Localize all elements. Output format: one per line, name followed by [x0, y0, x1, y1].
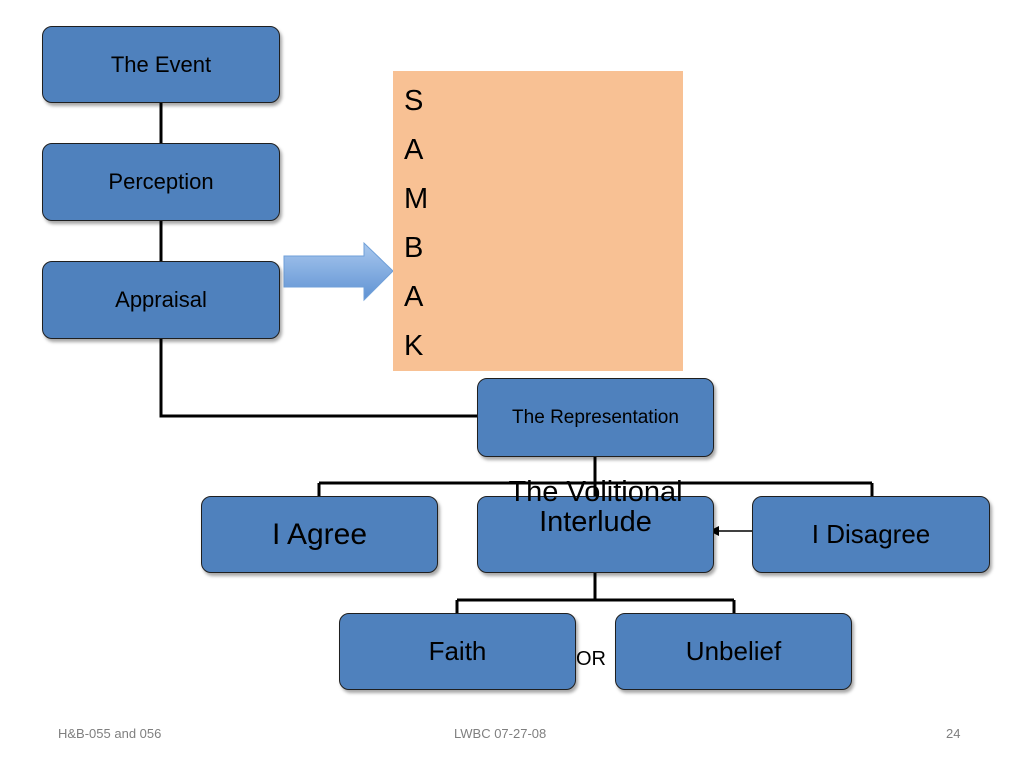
block-arrow-icon: [283, 241, 394, 302]
acronym-letter: A: [404, 134, 424, 166]
volitional-label-line2: Interlude: [539, 506, 652, 539]
acronym-letter: M: [404, 183, 429, 215]
acronym-box: S A M B A K: [393, 71, 683, 371]
disagree-label: I Disagree: [811, 518, 931, 549]
event-label: The Event: [110, 51, 212, 77]
acronym-letter: S: [404, 85, 424, 117]
or-label: OR: [576, 648, 606, 670]
disagree-box: I Disagree: [752, 496, 990, 573]
perception-box: Perception: [42, 143, 280, 221]
acronym-letter: A: [404, 281, 424, 313]
agree-box: I Agree: [201, 496, 438, 573]
footer-center: LWBC 07-27-08: [454, 726, 547, 741]
perception-label: Perception: [108, 169, 214, 195]
representation-label: The Representation: [512, 406, 679, 428]
unbelief-label: Unbelief: [685, 635, 782, 666]
unbelief-box: Unbelief: [615, 613, 852, 690]
footer-left: H&B-055 and 056: [58, 726, 162, 741]
faith-label: Faith: [428, 635, 487, 666]
footer-page-number: 24: [946, 726, 961, 741]
appraisal-box: Appraisal: [42, 261, 280, 339]
event-box: The Event: [42, 26, 280, 103]
representation-box: The Representation: [477, 378, 714, 457]
volitional-interlude-box: The Volitional Interlude: [477, 477, 714, 573]
acronym-letter: B: [404, 232, 424, 264]
disagree-arrow: [709, 526, 752, 536]
agree-label: I Agree: [271, 517, 368, 551]
line-appraisal-representation: [159, 339, 477, 418]
acronym-letter: K: [404, 330, 424, 362]
volitional-label-line1: The Volitional: [508, 476, 683, 508]
faith-box: Faith: [339, 613, 576, 690]
acronym-letters: S A M B A K: [393, 71, 683, 371]
appraisal-label: Appraisal: [115, 287, 207, 313]
